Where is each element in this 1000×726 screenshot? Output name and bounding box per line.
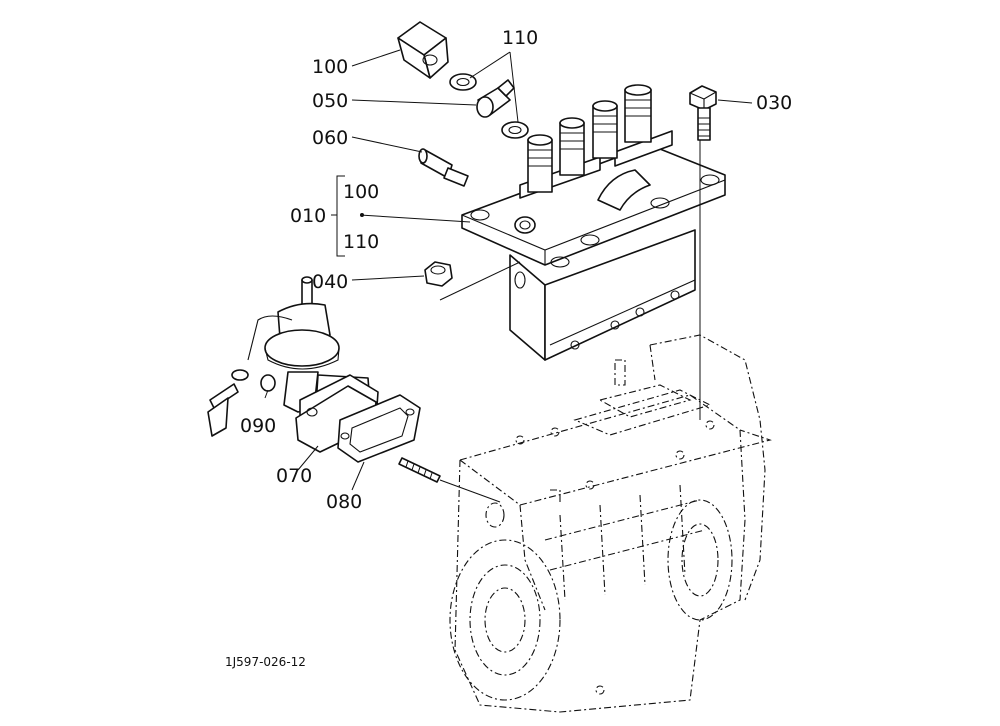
callout-010-sub-110: 110	[343, 231, 379, 253]
callout-110: 110	[502, 27, 538, 49]
callout-100: 100	[312, 56, 348, 78]
delivery-valves	[527, 84, 652, 193]
gear-case	[449, 334, 772, 713]
part-060-bleeder-screw	[418, 148, 469, 187]
drawing-code: 1J597-026-12	[225, 655, 306, 669]
callout-060: 060	[312, 127, 348, 149]
callout-030: 030	[756, 92, 792, 114]
callout-080: 080	[326, 491, 362, 513]
stud	[398, 457, 441, 483]
leader-lines	[264, 49, 753, 503]
injection-pump	[461, 84, 726, 361]
part-100-eye-bolt	[397, 21, 449, 79]
leader-dot	[360, 213, 364, 217]
part-050-joint	[476, 79, 515, 118]
callout-090: 090	[240, 415, 276, 437]
callout-labels: 100 110 050 060 030 010 100 110 040 090 …	[225, 27, 792, 669]
part-080-gasket	[337, 394, 421, 463]
part-040-nut	[424, 261, 453, 287]
part-030-bolt	[689, 85, 717, 141]
callout-010-sub-100: 100	[343, 181, 379, 203]
callout-040: 040	[312, 271, 348, 293]
callout-010: 010	[290, 205, 326, 227]
callout-050: 050	[312, 90, 348, 112]
callout-070: 070	[276, 465, 312, 487]
part-110-gaskets	[449, 73, 529, 139]
